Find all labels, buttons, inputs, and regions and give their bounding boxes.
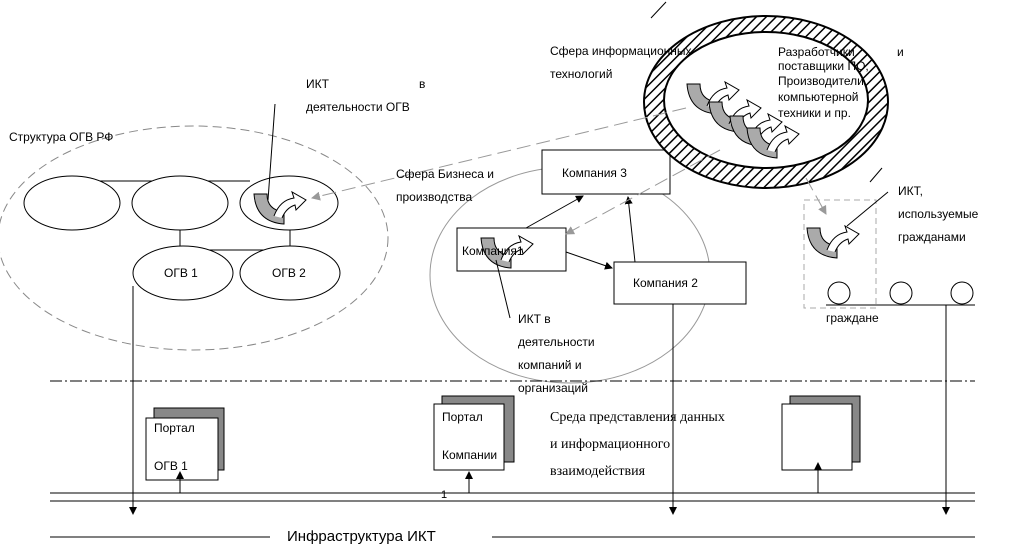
ikt-ogv-label-2: в bbox=[419, 77, 426, 91]
link-it-to-ogv bbox=[311, 107, 687, 201]
developers-label-5: техники и пр. bbox=[778, 106, 851, 120]
developers-label-4: компьютерной bbox=[778, 90, 859, 104]
company2-box bbox=[613, 261, 747, 305]
portal-citizens-box bbox=[781, 403, 853, 471]
ikt-company-label-1: ИКТ в bbox=[518, 312, 551, 326]
developers-label-1b: и bbox=[897, 45, 904, 59]
portal-ogv-label-1: Портал bbox=[154, 421, 195, 435]
environment-label-1: Среда представления данных bbox=[550, 410, 725, 425]
ogv-structure-boundary bbox=[0, 125, 389, 351]
developers-label-1: Разработчики bbox=[778, 45, 855, 59]
citizens-ikt-box bbox=[803, 199, 877, 309]
environment-label-2: и информационного bbox=[550, 437, 671, 452]
arrow-company2-company3 bbox=[624, 196, 636, 263]
portal-company-label-1: Портал bbox=[442, 410, 483, 424]
portal-ogv-label-2: ОГВ 1 bbox=[154, 459, 188, 473]
ikt-citizens-label-1: ИКТ, bbox=[898, 184, 923, 198]
ikt-company-label-4: организаций bbox=[518, 381, 588, 395]
ogv-top-node-1 bbox=[23, 175, 121, 231]
ikt-citizens-tick bbox=[869, 167, 883, 183]
citizen-2 bbox=[889, 281, 913, 305]
link-it-to-citizens bbox=[805, 177, 827, 215]
ikt-company-label-3: компаний и bbox=[518, 358, 582, 372]
ikt-citizens-pointer bbox=[846, 191, 889, 227]
it-sphere-label-2: технологий bbox=[550, 67, 613, 81]
ikt-ogv-label-1: ИКТ bbox=[306, 77, 329, 91]
citizen-1 bbox=[827, 281, 851, 305]
ogv1-node bbox=[132, 245, 234, 301]
it-sphere-pointer-tick bbox=[650, 1, 667, 19]
business-sphere-label-1: Сфера Бизнеса и bbox=[396, 167, 494, 181]
citizen-3 bbox=[950, 281, 974, 305]
arrow-company1-company2 bbox=[565, 251, 613, 270]
ikt-citizens-label-2: используемые bbox=[898, 207, 979, 221]
ogv1-label: ОГВ 1 bbox=[164, 266, 198, 280]
business-sphere-label-2: производства bbox=[396, 190, 473, 204]
company1-label: Компания1 bbox=[462, 244, 524, 258]
citizens-label: граждане bbox=[826, 311, 879, 325]
ogv-structure-label: Структура ОГВ РФ bbox=[9, 130, 114, 144]
ikt-citizens-label-3: гражданами bbox=[898, 230, 966, 244]
ogv2-node bbox=[239, 245, 341, 301]
it-sphere-inner bbox=[663, 31, 869, 169]
ikt-company-label-2: деятельности bbox=[518, 335, 595, 349]
company3-label: Компания 3 bbox=[562, 166, 627, 180]
company2-label: Компания 2 bbox=[633, 276, 698, 290]
arrow-company1-company3 bbox=[525, 195, 584, 229]
ogv2-label: ОГВ 2 bbox=[272, 266, 306, 280]
portal-ogv-box bbox=[145, 417, 219, 481]
developers-label-2: поставщики ПО, bbox=[778, 59, 869, 73]
portal-company-box bbox=[433, 403, 505, 471]
ikt-ogv-pointer bbox=[267, 103, 276, 201]
environment-label-3: взаимодействия bbox=[550, 464, 646, 479]
bus-number-label: 1 bbox=[441, 489, 448, 501]
ikt-company-pointer bbox=[495, 259, 511, 319]
it-sphere-label-1: Сфера информационных bbox=[550, 44, 692, 58]
developers-label-3: Производители bbox=[778, 74, 864, 88]
ikt-ogv-label-3: деятельности ОГВ bbox=[306, 100, 410, 114]
portal-company-label-2: Компании bbox=[442, 448, 498, 462]
infrastructure-label: Инфраструктура ИКТ bbox=[287, 528, 436, 545]
link-it-to-business bbox=[565, 149, 721, 235]
ikt-citizens-icon bbox=[806, 225, 860, 259]
company3-box bbox=[541, 149, 671, 195]
ogv-top-node-2 bbox=[131, 175, 229, 231]
